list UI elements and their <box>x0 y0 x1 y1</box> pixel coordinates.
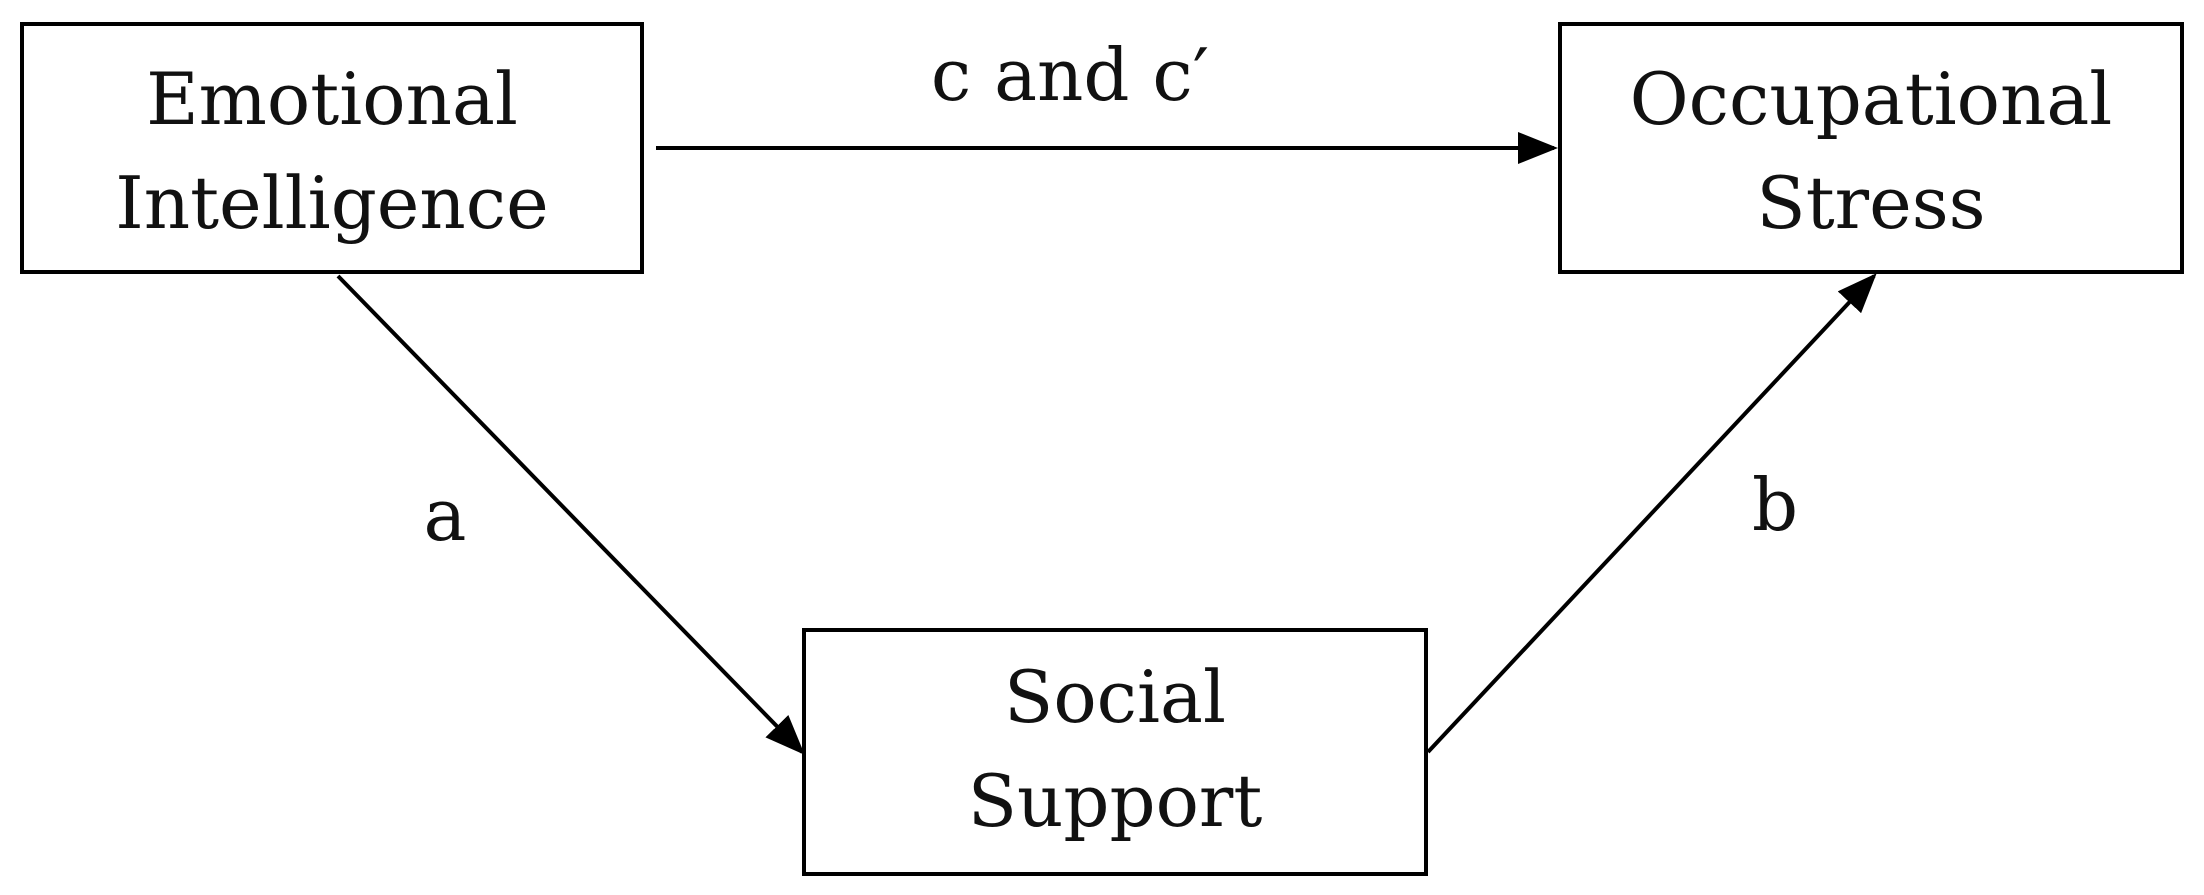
node-social-support: Social Support <box>802 628 1428 876</box>
node-emotional-intelligence: Emotional Intelligence <box>20 22 644 274</box>
node-label-social-support-line2: Support <box>968 759 1263 843</box>
node-label-occupational-stress-line1: Occupational <box>1630 57 2113 141</box>
node-label-social-support-line1: Social <box>1004 655 1226 739</box>
edge-a-arrow <box>336 274 805 755</box>
node-label-emotional-intelligence-line1: Emotional <box>146 57 518 141</box>
node-box-social-support <box>802 628 1428 876</box>
edge-label-b: b <box>1752 463 1798 547</box>
edge-b-arrow <box>1426 273 1877 754</box>
node-box-emotional-intelligence <box>20 22 644 274</box>
edge-label-a: a <box>424 473 467 557</box>
node-occupational-stress: Occupational Stress <box>1558 22 2184 274</box>
edge-label-c: c and c′ <box>931 33 1209 117</box>
node-box-occupational-stress <box>1558 22 2184 274</box>
node-label-emotional-intelligence-line2: Intelligence <box>115 161 548 245</box>
node-label-occupational-stress-line2: Stress <box>1756 161 1985 245</box>
